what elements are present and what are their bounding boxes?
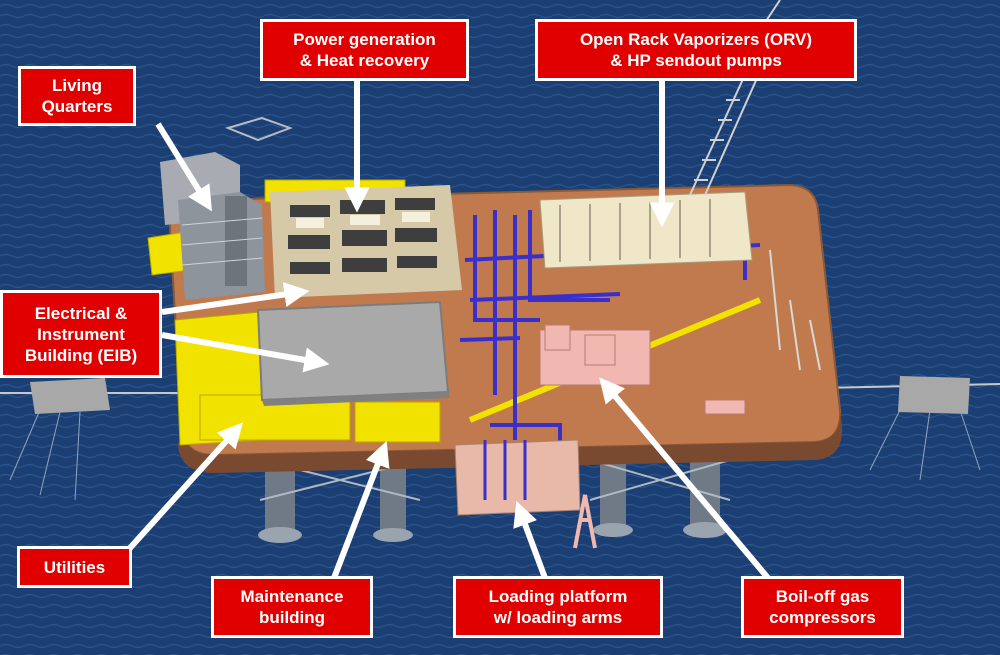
label-line: Boil-off gas bbox=[775, 587, 870, 606]
right-side-equipment bbox=[769, 249, 821, 371]
label-line: Electrical & bbox=[34, 303, 128, 323]
boil-off-structure bbox=[539, 324, 746, 415]
label-line: Living bbox=[51, 76, 103, 95]
label-eib: Electrical & Instrument Building (EIB) bbox=[0, 290, 162, 378]
power-generation-structure bbox=[270, 185, 462, 298]
arrow-maintenance bbox=[331, 440, 390, 580]
label-line: Maintenance bbox=[240, 587, 344, 606]
label-line: w/ loading arms bbox=[493, 608, 623, 627]
living-quarters-structure bbox=[160, 116, 293, 300]
label-boil-off: Boil-off gas compressors bbox=[741, 576, 904, 638]
label-loading-platform: Loading platform w/ loading arms bbox=[453, 576, 663, 638]
arrow-eib-building bbox=[161, 332, 330, 373]
label-line: compressors bbox=[769, 608, 876, 627]
label-living-quarters: Living Quarters bbox=[18, 66, 136, 126]
label-maintenance: Maintenance building bbox=[211, 576, 373, 638]
label-line: Open Rack Vaporizers (ORV) bbox=[579, 30, 813, 49]
arrow-living-quarters bbox=[155, 122, 212, 212]
eib-structure bbox=[256, 300, 450, 402]
left-mooring-platform bbox=[30, 378, 110, 414]
label-power-generation: Power generation & Heat recovery bbox=[260, 19, 469, 81]
deck-edge bbox=[178, 410, 843, 473]
label-line: Utilities bbox=[43, 557, 106, 577]
label-line: Power generation bbox=[293, 30, 436, 49]
label-line: Building (EIB) bbox=[24, 345, 138, 365]
label-line: building bbox=[258, 608, 326, 627]
eib-roof-edge bbox=[262, 392, 450, 406]
callout-arrows bbox=[127, 80, 771, 580]
arrow-loading-platform bbox=[513, 500, 548, 580]
label-line: & HP sendout pumps bbox=[610, 51, 782, 70]
arrow-eib-power bbox=[161, 282, 310, 315]
arrow-utilities bbox=[127, 422, 244, 551]
right-mooring-platform bbox=[898, 376, 970, 414]
label-line: Loading platform bbox=[488, 587, 628, 606]
label-utilities: Utilities bbox=[17, 546, 132, 588]
label-line: Quarters bbox=[41, 97, 113, 116]
label-orv: Open Rack Vaporizers (ORV) & HP sendout … bbox=[535, 19, 857, 81]
loading-platform-structure bbox=[454, 439, 597, 549]
label-line: & Heat recovery bbox=[299, 51, 430, 70]
arrow-boil-off bbox=[599, 377, 771, 580]
orv-structure bbox=[539, 191, 753, 269]
label-line: Instrument bbox=[37, 324, 125, 344]
